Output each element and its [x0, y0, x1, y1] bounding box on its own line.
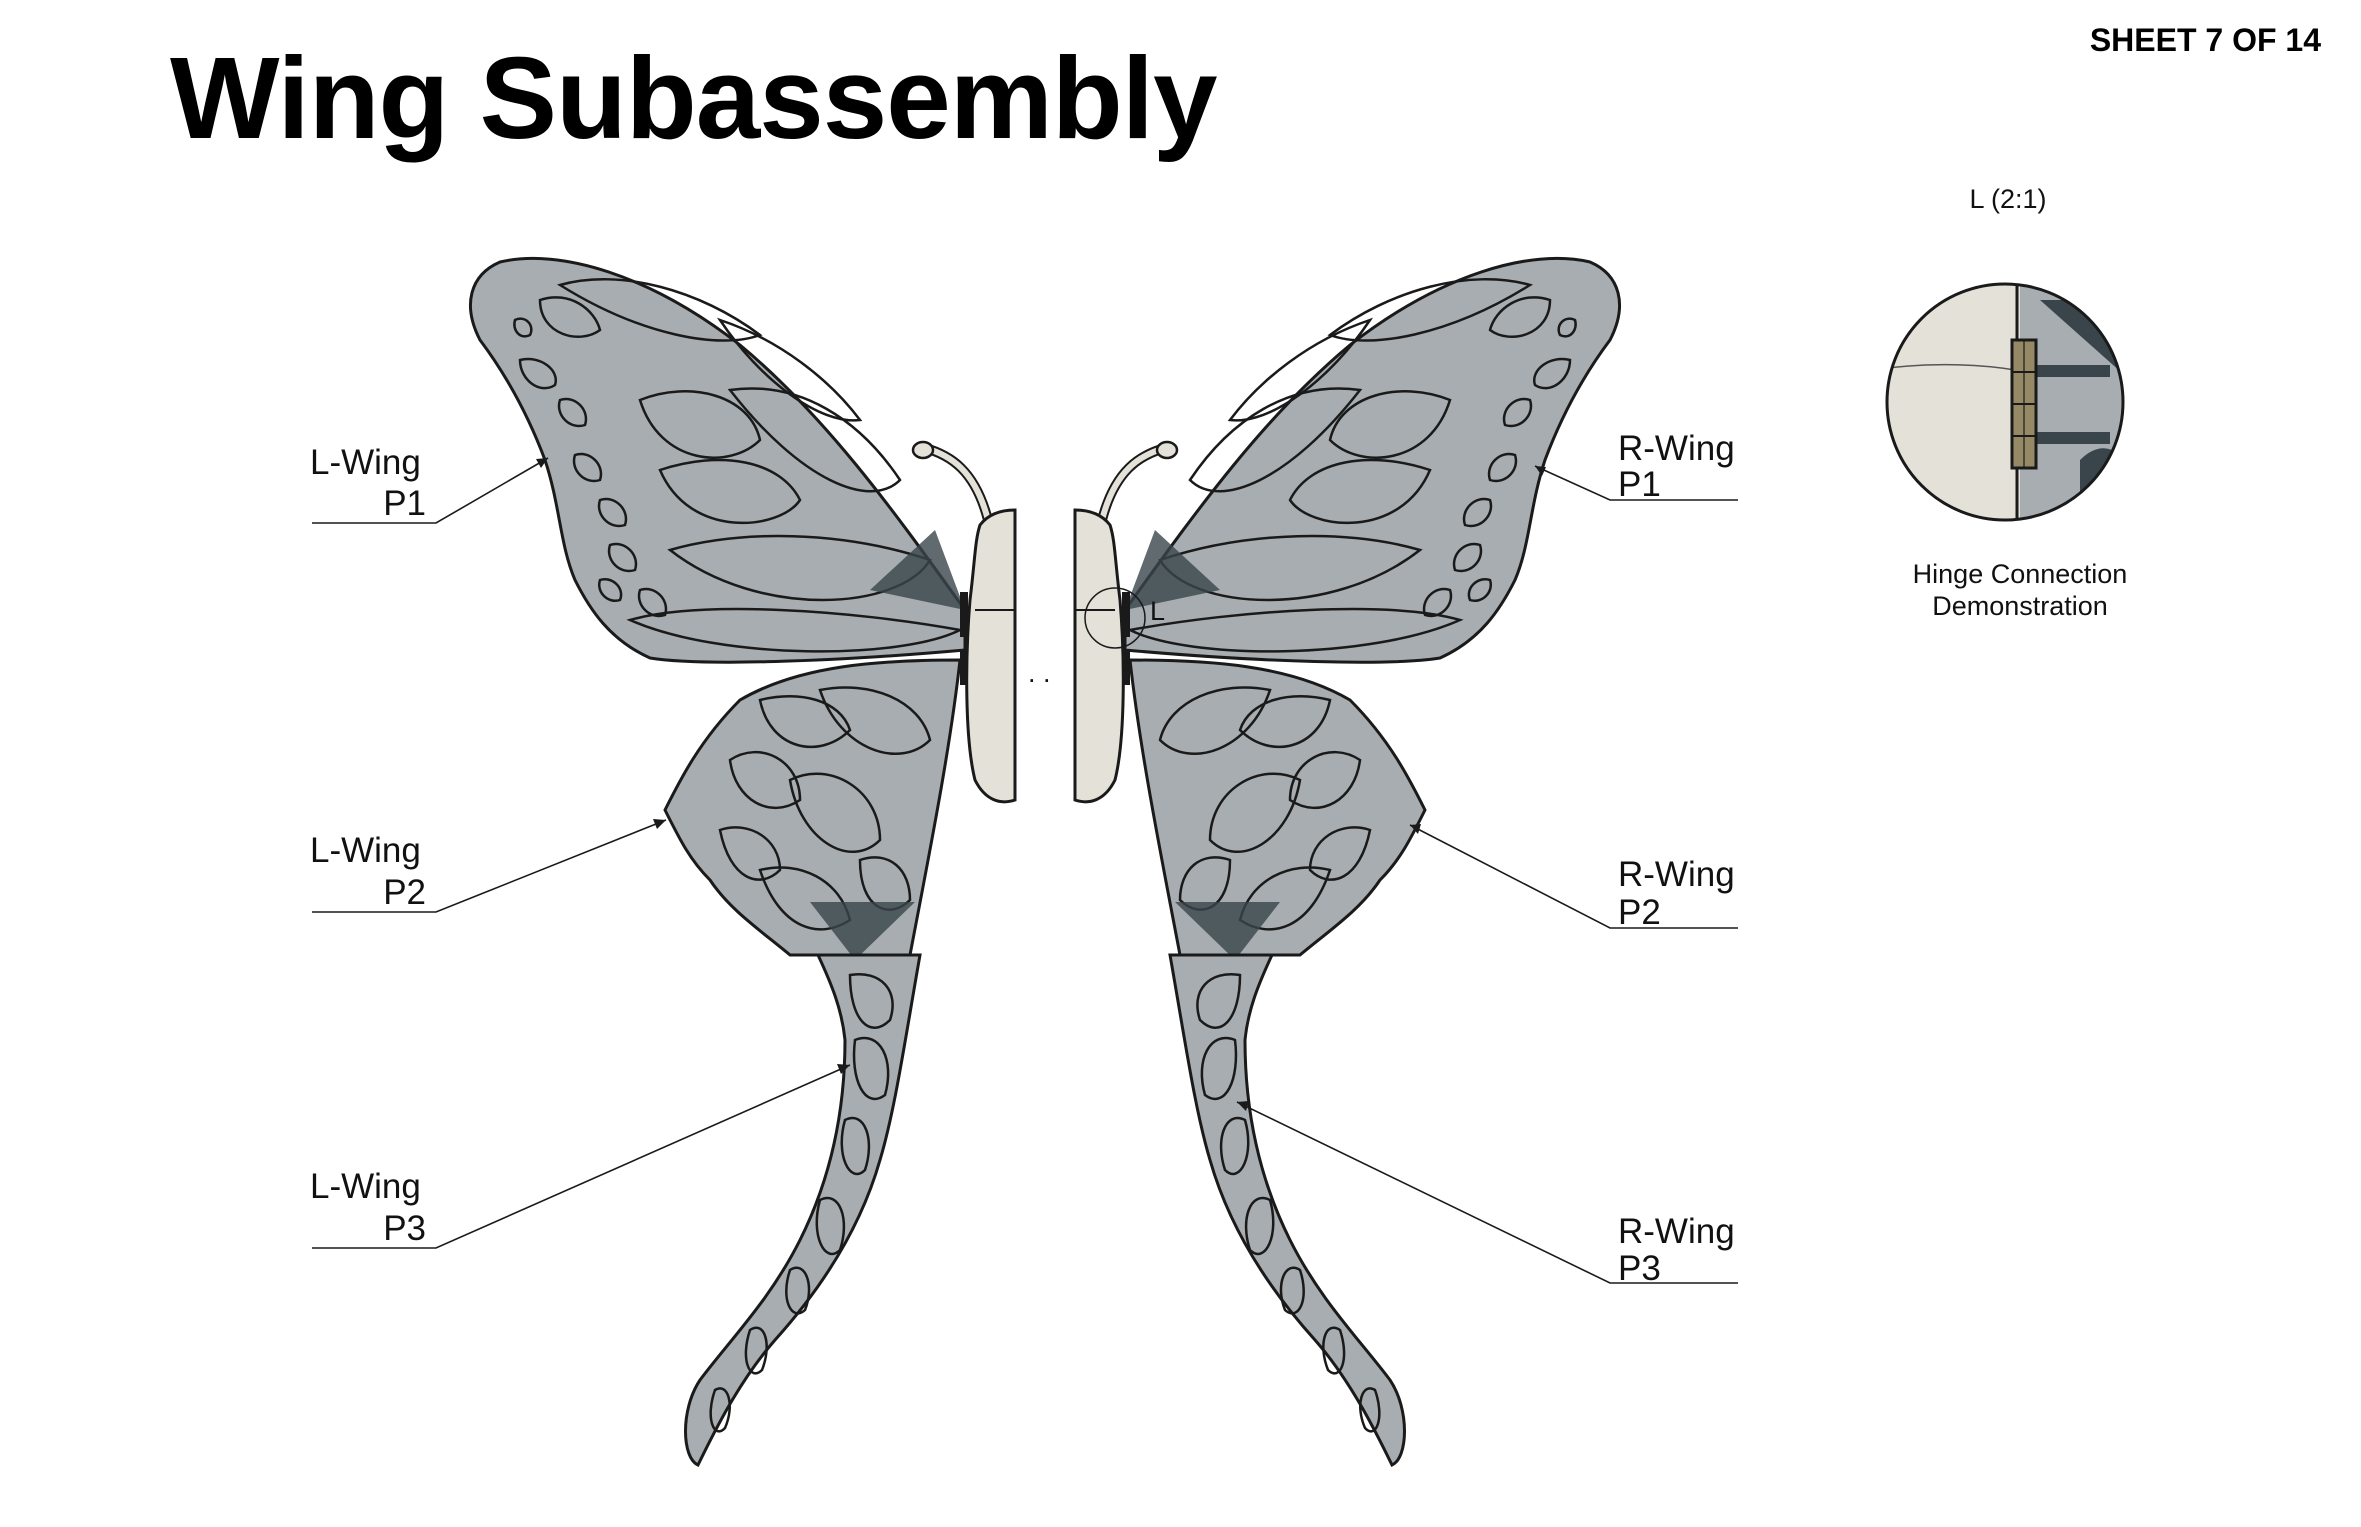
- left-wing: [468, 256, 1017, 1467]
- hinge-detail-view: [1885, 282, 2125, 522]
- callout-l-p3-line1: L-Wing: [310, 1167, 421, 1206]
- callout-r-p2-line2: P2: [1618, 893, 1661, 932]
- right-wing: [1075, 258, 1620, 1465]
- leader-lines: [312, 457, 1738, 1284]
- sheet-number: SHEET 7 OF 14: [2089, 22, 2321, 58]
- callout-r-p1-line2: P1: [1618, 465, 1661, 504]
- page-title: Wing Subassembly: [170, 33, 1218, 163]
- callout-l-p2-line2: P2: [383, 873, 426, 912]
- detail-marker-circle: [1084, 587, 1146, 649]
- left-body-half: [965, 508, 1017, 804]
- center-dots: . .: [1028, 658, 1051, 688]
- callout-l-p1-line2: P1: [383, 484, 426, 523]
- l-wing-p3: [684, 953, 922, 1467]
- l-wing-p2: [663, 658, 962, 957]
- callout-l-p1-line1: L-Wing: [310, 443, 421, 482]
- leader-arrowheads: [536, 458, 1546, 1111]
- callout-l-p3-line2: P3: [383, 1209, 426, 1248]
- detail-view-label: L (2:1): [1969, 184, 2046, 214]
- detail-caption-line1: Hinge Connection: [1913, 559, 2128, 589]
- callout-l-p2-line1: L-Wing: [310, 831, 421, 870]
- callout-r-p1-line1: R-Wing: [1618, 429, 1735, 468]
- callout-r-p2-line1: R-Wing: [1618, 855, 1735, 894]
- detail-marker-label: L: [1150, 596, 1165, 626]
- callout-r-p3-line2: P3: [1618, 1249, 1661, 1288]
- detail-caption-line2: Demonstration: [1932, 591, 2108, 621]
- callout-r-p3-line1: R-Wing: [1618, 1212, 1735, 1251]
